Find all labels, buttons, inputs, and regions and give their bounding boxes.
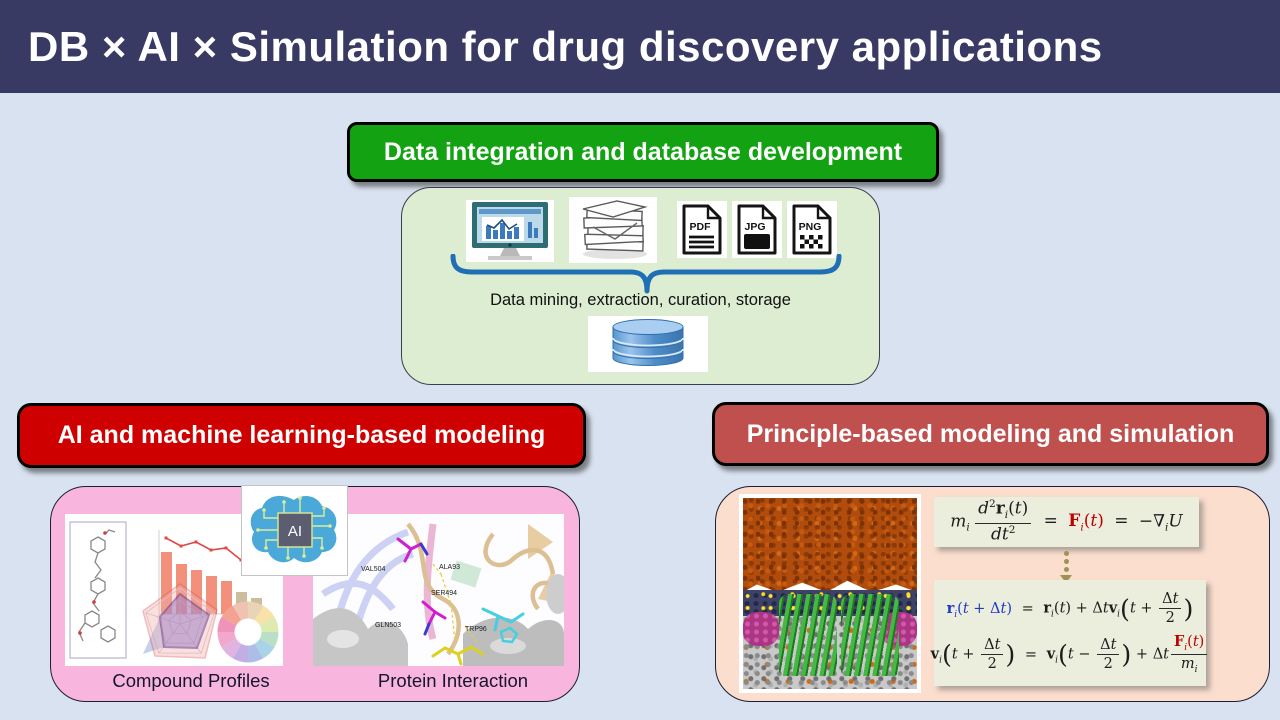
header-simulation: Principle-based modeling and simulation xyxy=(712,402,1269,466)
page-title: DB × AI × Simulation for drug discovery … xyxy=(28,23,1103,70)
paper-stack-icon xyxy=(569,197,657,263)
title-bar: DB × AI × Simulation for drug discovery … xyxy=(0,0,1280,93)
header-simulation-label: Principle-based modeling and simulation xyxy=(746,419,1235,448)
svg-text:SER494: SER494 xyxy=(431,590,457,597)
newton-equation: mi d2ri(t)dt2 = Fi(t) = −∇iU xyxy=(950,498,1183,545)
beta-barrel-protein-left xyxy=(779,594,837,676)
protein-interaction-image: VAL504 ALA93 SER494 GLN503 TRP96 xyxy=(313,514,570,666)
caption-protein-interaction: Protein Interaction xyxy=(377,670,529,691)
header-ai-modeling: AI and machine learning-based modeling xyxy=(17,403,586,468)
ai-brain-chip-icon: AI xyxy=(241,485,348,576)
curly-brace xyxy=(448,253,844,296)
header-data-integration-label: Data integration and database developmen… xyxy=(383,137,903,166)
newton-equation-panel: mi d2ri(t)dt2 = Fi(t) = −∇iU xyxy=(934,497,1199,547)
membrane-simulation-image xyxy=(739,494,921,693)
svg-text:PDF: PDF xyxy=(690,221,712,233)
svg-text:ALA93: ALA93 xyxy=(439,564,460,571)
data-flow-caption: Data mining, extraction, curation, stora… xyxy=(490,291,791,309)
beta-barrel-protein-right xyxy=(841,594,899,676)
database-cylinder-icon xyxy=(588,316,708,372)
lipid-patch-left xyxy=(743,612,779,646)
svg-text:VAL504: VAL504 xyxy=(361,566,385,573)
svg-text:TRP96: TRP96 xyxy=(465,626,487,633)
jpg-file-icon: JPG xyxy=(732,201,782,258)
lps-layer xyxy=(743,498,917,592)
svg-text:AI: AI xyxy=(288,523,302,540)
svg-text:PNG: PNG xyxy=(799,221,822,233)
svg-text:JPG: JPG xyxy=(744,221,765,233)
pdf-file-icon: PDF xyxy=(677,201,727,258)
header-ai-modeling-label: AI and machine learning-based modeling xyxy=(57,421,546,449)
ai-modeling-box: VAL504 ALA93 SER494 GLN503 TRP96 xyxy=(50,485,580,702)
simulation-box: mi d2ri(t)dt2 = Fi(t) = −∇iU ri(t + Δt) … xyxy=(715,486,1270,702)
png-file-icon: PNG xyxy=(787,201,837,258)
header-data-integration: Data integration and database developmen… xyxy=(347,122,939,182)
dotted-down-arrow-icon xyxy=(1060,551,1072,583)
data-integration-box: PDF JPG PNG xyxy=(401,187,880,385)
monitor-chart-icon xyxy=(466,200,554,262)
compound-profiles-image xyxy=(65,514,283,666)
svg-text:GLN503: GLN503 xyxy=(375,622,401,629)
caption-compound-profiles: Compound Profiles xyxy=(112,670,270,691)
